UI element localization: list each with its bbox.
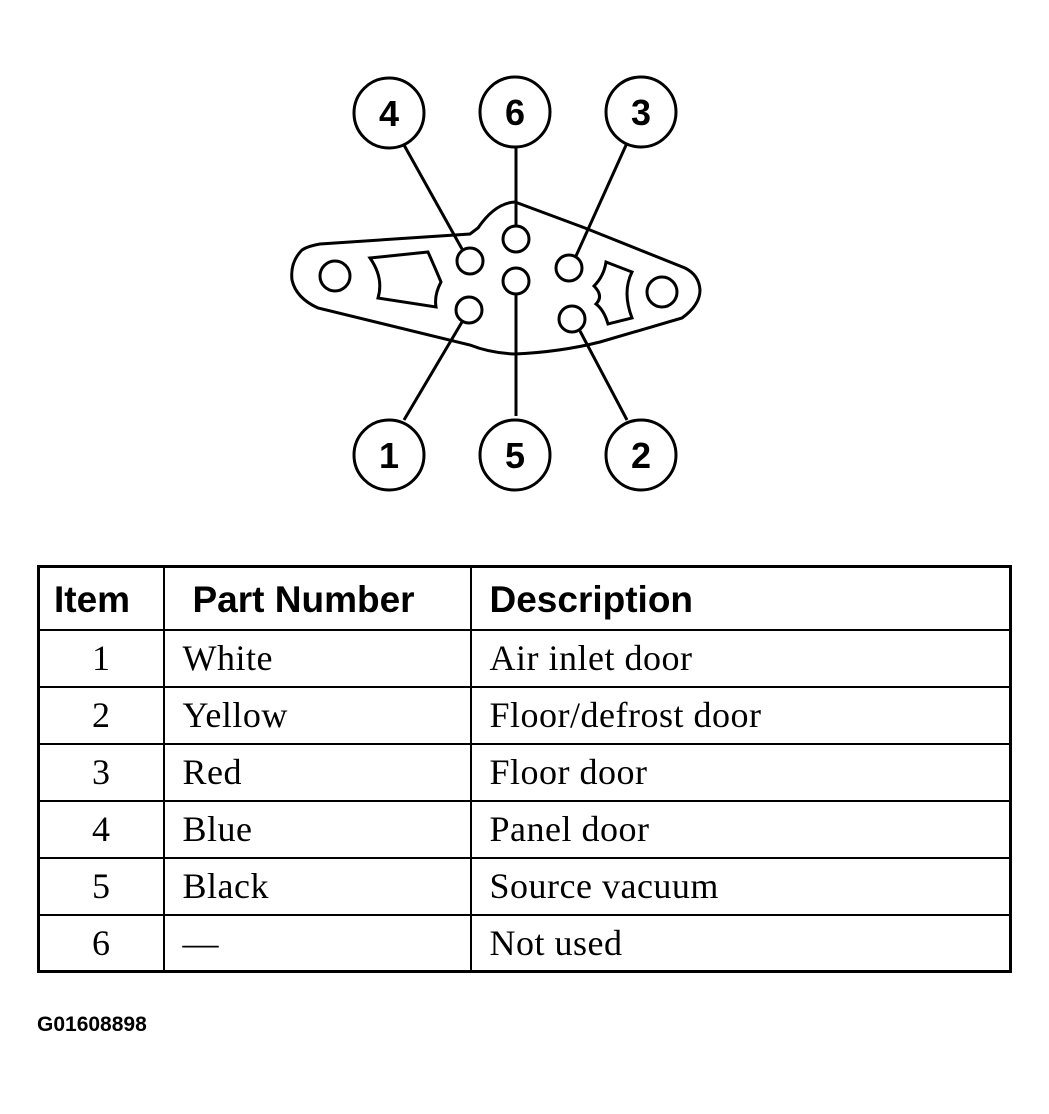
left-slot [367, 250, 443, 309]
right-slot [591, 259, 635, 326]
description-cell: Source vacuum [469, 856, 1012, 916]
port-4 [455, 246, 485, 276]
part-number-cell: White [162, 628, 472, 688]
part-number-cell: Yellow [162, 685, 472, 745]
callout-bubble-2 [604, 418, 678, 492]
callout-label-5: 5 [505, 435, 525, 476]
header-part-number: Part Number [162, 565, 472, 631]
table-row: 6 — Not used [37, 913, 1012, 973]
leader-line-3 [574, 142, 629, 257]
vacuum-connector-diagram: 4 6 3 1 5 2 [290, 75, 702, 492]
callout-label-6: 6 [505, 92, 525, 133]
description-cell: Panel door [469, 799, 1012, 859]
leader-line-1 [402, 321, 464, 421]
callout-bubble-4 [352, 76, 426, 150]
callout-label-3: 3 [631, 92, 651, 133]
item-cell: 1 [37, 628, 165, 688]
callout-bubble-3 [604, 75, 678, 149]
description-cell: Floor/defrost door [469, 685, 1012, 745]
port-6 [501, 224, 531, 254]
table-row: 5 Black Source vacuum [37, 856, 1012, 916]
figure-id: G01608898 [37, 1013, 147, 1036]
connector-body [290, 200, 702, 356]
table-row: 1 White Air inlet door [37, 628, 1012, 688]
callout-label-2: 2 [631, 435, 651, 476]
callout-bubble-1 [352, 418, 426, 492]
header-description: Description [469, 565, 1012, 631]
leader-line-4 [402, 144, 464, 250]
header-item: Item [37, 565, 165, 631]
item-cell: 3 [37, 742, 165, 802]
leader-line-2 [578, 330, 629, 421]
part-number-cell: Red [162, 742, 472, 802]
table-row: 2 Yellow Floor/defrost door [37, 685, 1012, 745]
left-mounting-hole [318, 259, 352, 293]
part-number-cell: Blue [162, 799, 472, 859]
item-cell: 6 [37, 913, 165, 973]
parts-table: Item Part Number Description 1 White Air… [37, 565, 1012, 973]
table-row: 4 Blue Panel door [37, 799, 1012, 859]
description-cell: Not used [469, 913, 1012, 973]
table-row: 3 Red Floor door [37, 742, 1012, 802]
item-cell: 4 [37, 799, 165, 859]
port-2 [557, 304, 587, 334]
table-header-row: Item Part Number Description [37, 565, 1012, 631]
port-1 [454, 295, 484, 325]
callout-bubble-6 [478, 75, 552, 149]
port-3 [554, 253, 584, 283]
item-cell: 5 [37, 856, 165, 916]
description-cell: Air inlet door [469, 628, 1012, 688]
callout-label-4: 4 [379, 93, 399, 134]
port-5 [501, 266, 531, 296]
right-mounting-hole [645, 275, 679, 309]
callout-bubble-5 [478, 418, 552, 492]
part-number-cell: Black [162, 856, 472, 916]
description-cell: Floor door [469, 742, 1012, 802]
callout-label-1: 1 [379, 435, 399, 476]
part-number-cell: — [162, 913, 472, 973]
item-cell: 2 [37, 685, 165, 745]
